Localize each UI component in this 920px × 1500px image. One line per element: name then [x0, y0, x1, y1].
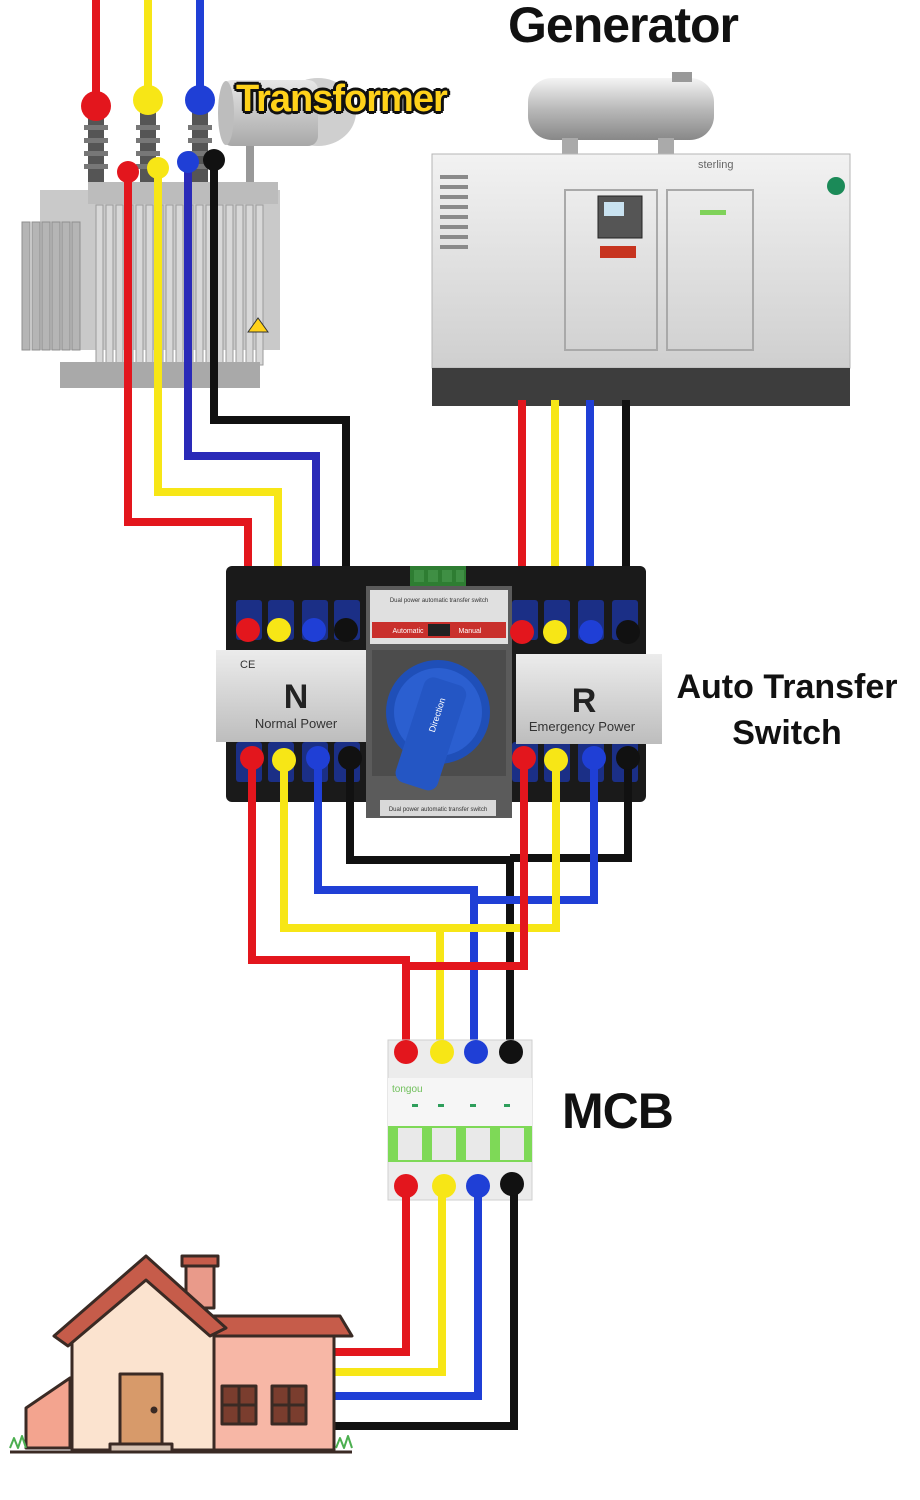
generator-image: sterling [431, 72, 851, 406]
transformer-terminals [81, 85, 225, 183]
n-letter: N [284, 678, 309, 716]
mode-automatic: Automatic [392, 628, 424, 635]
generator-label: Generator [508, 0, 739, 53]
n-caption: Normal Power [255, 716, 338, 731]
transformer-label: Transformer [236, 78, 448, 120]
ats-input-terminals [236, 618, 640, 644]
mcb-input-terminals [394, 1040, 523, 1064]
ats-label-line2: Switch [732, 714, 842, 752]
generator-brand: sterling [698, 159, 733, 171]
house-wires [334, 1186, 518, 1430]
mode-manual: Manual [459, 628, 482, 635]
mcb-brand: tongou [392, 1084, 423, 1095]
r-caption: Emergency Power [529, 719, 636, 734]
ats-label-line1: Auto Transfer [676, 668, 898, 706]
mcb-label: MCB [562, 1083, 674, 1139]
r-letter: R [572, 682, 597, 720]
ats-output-terminals [240, 746, 640, 772]
mcb-output-terminals [394, 1172, 524, 1198]
house-icon [9, 1254, 354, 1454]
ce-mark: CE [240, 659, 255, 671]
ats-output-wires [248, 758, 632, 1052]
ats-bottom-plate: Dual power automatic transfer switch [389, 807, 487, 813]
ats-top-plate: Dual power automatic transfer switch [390, 598, 488, 604]
ats-label: Auto Transfer Switch [664, 664, 910, 756]
